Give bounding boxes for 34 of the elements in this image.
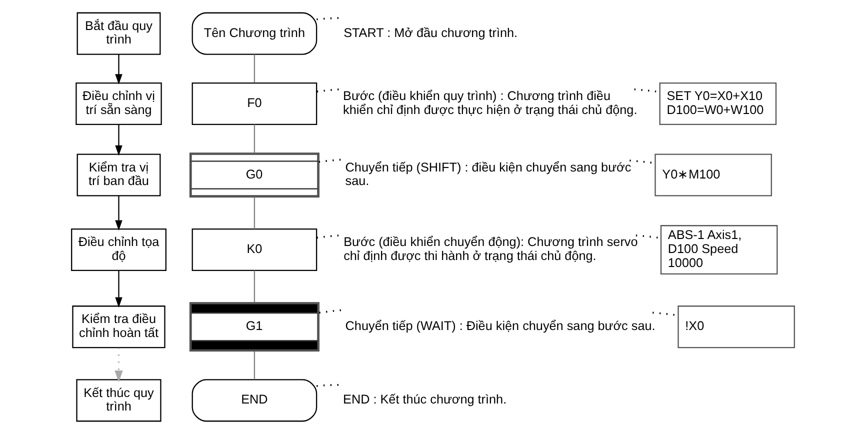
node-box: ABS-1 Axis1, D100 Speed 10000 [660,225,778,274]
arrow [114,270,122,308]
node-box: SET Y0=X0+X10 D100=W0+W100 [658,82,776,125]
connector [635,234,661,239]
connector [253,197,255,229]
node-text: Chuyển tiếp (SHIFT) : điều kiện chuyển sang bước sau. [344,160,631,188]
arrow [114,54,122,84]
node-box: Y0∗M100 [654,154,772,196]
arrow [114,124,122,156]
node-box: K0 [191,228,317,272]
node-text: END : Kết thúc chương trình. [342,392,506,407]
node-box: Kiểm tra điều chỉnh hoàn tất [72,306,165,348]
connector [318,309,344,314]
arrow [114,196,122,231]
node-box: END [191,379,317,422]
node-box: Điều chỉnh vị trí sẵn sàng [75,82,162,125]
arrow [114,348,122,382]
connector [253,54,255,83]
connector [253,351,255,380]
node-box: Điều chỉnh tọa độ [70,228,166,272]
node-text: Chuyển tiếp (WAIT) : Điều kiện chuyển sang bước sau. [344,319,655,334]
connector [253,124,255,154]
node-box: Tên Chương trình [191,12,317,55]
connector [316,384,342,387]
node-box: Bắt đầu quy trình [76,12,160,55]
connector [316,88,342,92]
node-box: Kiểm tra vị trí ban đầu [76,154,160,196]
node-text: START : Mở đầu chương trình. [343,26,518,40]
connector [253,270,255,302]
node-box: F0 [191,82,317,125]
node-box: Kết thúc quy trình [76,379,161,422]
node-text: Bước (điều khiển quy trình) : Chương trình điều khiển chỉ định được thực hiện ở trạng thái chủ động. [342,89,637,117]
node-box: !X0 [677,306,794,348]
node-text: Bước (điều khiển chuyển động): Chương trình servo chỉ định được thi hành ở trạng thái chủ động. [343,235,638,263]
